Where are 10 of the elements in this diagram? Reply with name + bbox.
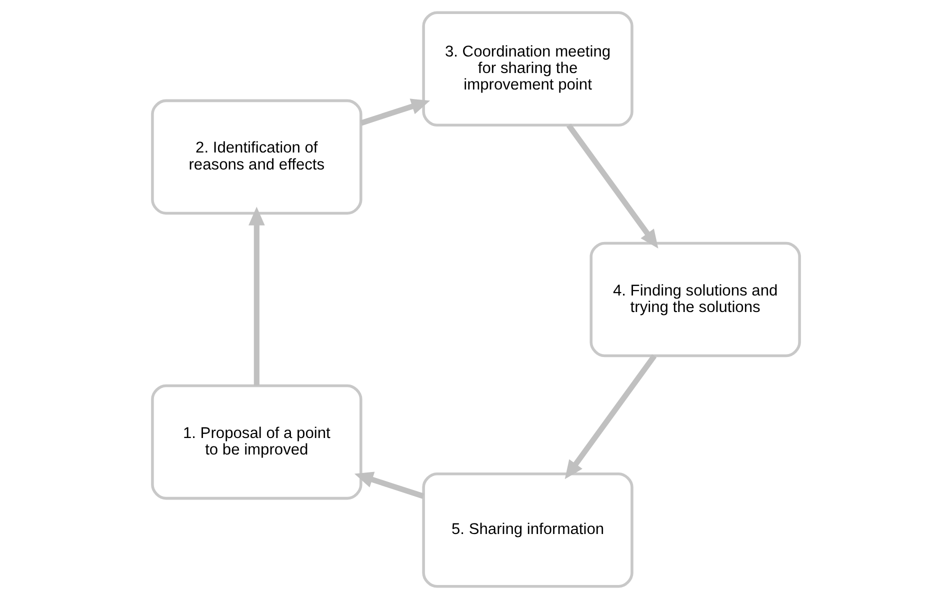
- node-box: 5. Sharing information: [422, 472, 633, 588]
- arrow: [566, 124, 658, 248]
- node-box: 2. Identification of reasons and effects: [150, 99, 362, 215]
- arrow: [354, 472, 424, 499]
- node-box: 1. Proposal of a point to be improved: [150, 384, 362, 500]
- node-box: 3. Coordination meeting for sharing the improvement point: [422, 11, 633, 127]
- arrow: [360, 98, 430, 126]
- arrow: [564, 354, 656, 480]
- arrow: [248, 206, 264, 386]
- node-box: 4. Finding solutions and trying the solutions: [589, 242, 800, 358]
